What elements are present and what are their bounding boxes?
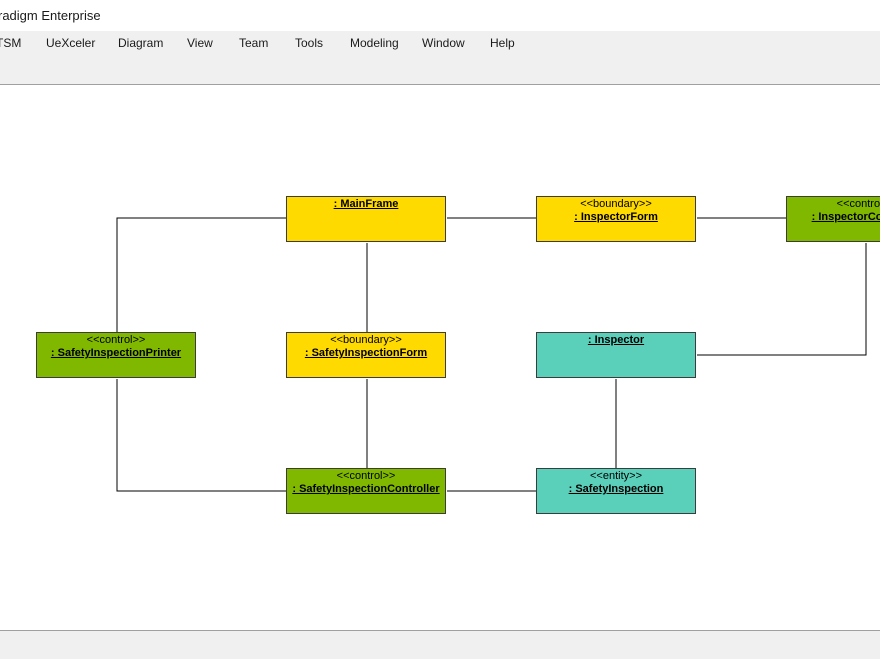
stereotype-label: <<control>> <box>86 334 146 346</box>
menu-modeling[interactable]: Modeling <box>350 36 399 50</box>
title-bar: radigm Enterprise <box>0 0 880 32</box>
stereotype-label: <<boundary>> <box>330 334 402 346</box>
stereotype-label: <<control>> <box>336 470 396 482</box>
status-bar <box>0 630 880 659</box>
object-safety-inspection[interactable]: <<entity>> : SafetyInspection <box>536 468 696 514</box>
menu-help[interactable]: Help <box>490 36 515 50</box>
link-mainframe-printer <box>116 217 287 332</box>
object-name: : SafetyInspection <box>568 483 664 495</box>
object-name: : SafetyInspectionController <box>292 483 440 495</box>
menu-view[interactable]: View <box>187 36 213 50</box>
object-name: : InspectorForm <box>574 211 658 223</box>
object-inspector-form[interactable]: <<boundary>> : InspectorForm <box>536 196 696 242</box>
object-name: : SafetyInspectionPrinter <box>50 347 182 359</box>
menu-tools[interactable]: Tools <box>295 36 324 50</box>
stereotype-label: <<control>> <box>836 198 880 210</box>
link-printer-safety-controller <box>116 379 287 492</box>
object-inspector-controller[interactable]: <<control>> : InspectorController <box>786 196 880 242</box>
object-safety-inspection-printer[interactable]: <<control>> : SafetyInspectionPrinter <box>36 332 196 378</box>
toolbar <box>0 54 880 85</box>
object-name: : SafetyInspectionForm <box>304 347 428 359</box>
link-controller-inspector <box>697 243 867 356</box>
object-name: : MainFrame <box>333 198 399 210</box>
object-name: : Inspector <box>587 334 645 346</box>
window-title: radigm Enterprise <box>0 8 101 23</box>
object-safety-inspection-controller[interactable]: <<control>> : SafetyInspectionController <box>286 468 446 514</box>
association-links <box>116 217 867 492</box>
object-name: : InspectorController <box>811 211 880 223</box>
stereotype-label: <<boundary>> <box>580 198 652 210</box>
menu-uexceler[interactable]: UeXceler <box>46 36 96 50</box>
menu-tsm[interactable]: TSM <box>0 36 22 50</box>
menu-diagram[interactable]: Diagram <box>118 36 164 50</box>
menu-team[interactable]: Team <box>239 36 269 50</box>
menu-window[interactable]: Window <box>422 36 465 50</box>
object-inspector[interactable]: : Inspector <box>536 332 696 378</box>
object-safety-inspection-form[interactable]: <<boundary>> : SafetyInspectionForm <box>286 332 446 378</box>
object-mainframe[interactable]: : MainFrame <box>286 196 446 242</box>
diagram-canvas[interactable]: : MainFrame <<boundary>> : InspectorForm… <box>0 85 880 630</box>
stereotype-label: <<entity>> <box>590 470 642 482</box>
menu-bar: TSM UeXceler Diagram View Team Tools Mod… <box>0 31 880 54</box>
